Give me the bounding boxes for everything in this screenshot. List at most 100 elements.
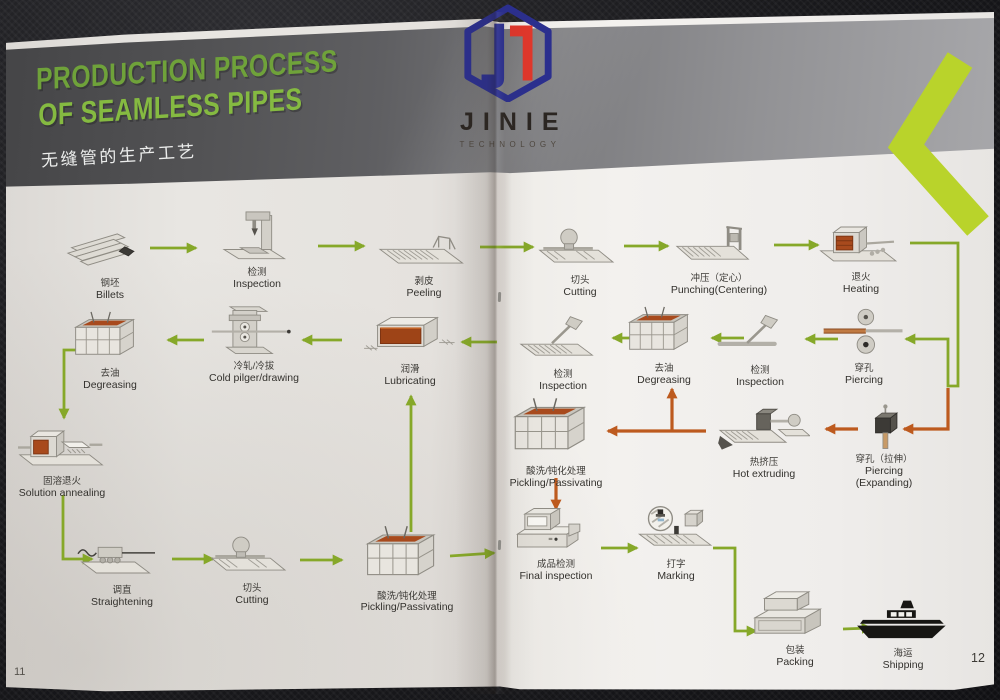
- node-label-en: Billets: [95, 288, 124, 301]
- node-label-zh: 包装: [785, 645, 805, 657]
- annealer-icon: [0, 420, 127, 475]
- node-label-zh: 检测: [247, 267, 267, 278]
- node-label-zh: 穿孔（拉伸）: [855, 454, 913, 466]
- node-label-en: Piercing: [845, 373, 883, 386]
- node-label-en: Lubricating: [384, 375, 436, 388]
- tank-icon: [599, 305, 729, 363]
- console-icon: [491, 503, 621, 558]
- node-label-zh: 冲压（定心）: [690, 273, 748, 284]
- staple: [497, 291, 502, 303]
- extruder-icon: [699, 401, 829, 456]
- page-number-right: 12: [971, 651, 985, 665]
- node-label-zh: 检测: [553, 369, 573, 380]
- logo-hexagon-icon: [464, 4, 552, 103]
- page-number-left: 11: [14, 666, 26, 678]
- node-label-zh: 钢坯: [100, 278, 120, 289]
- node-label-en: Degreasing: [637, 374, 691, 387]
- mill-icon: [189, 305, 319, 360]
- ship-icon: [838, 590, 968, 648]
- node-label-en: Pickling/Passivating: [360, 601, 454, 614]
- boxes-icon: [730, 587, 860, 645]
- logo-tagline: TECHNOLOGY: [459, 140, 561, 149]
- node-label-en: Degreasing: [83, 379, 137, 392]
- node-label-en: Peeling: [406, 286, 442, 299]
- node-label-zh: 调直: [112, 585, 132, 596]
- node-label-en: Cutting: [235, 593, 269, 606]
- saw-icon: [187, 527, 317, 582]
- node-label-en: Marking: [657, 569, 695, 582]
- lube-icon: [345, 306, 475, 364]
- node-label-zh: 穿孔: [854, 363, 874, 374]
- node-label-en: Hot extruding: [732, 467, 796, 480]
- node-label-en: Punching(Centering): [670, 283, 768, 296]
- node-label-en: Heating: [842, 282, 880, 295]
- node-label-zh: 打字: [666, 559, 686, 570]
- punching-icon: [654, 217, 784, 272]
- flat_insp-icon: [695, 309, 825, 364]
- tank-icon: [491, 396, 621, 465]
- node-label-zh: 冷轧/冷拔: [233, 361, 275, 372]
- node-label-zh: 退火: [851, 272, 871, 283]
- press-icon: [192, 211, 322, 266]
- node-label-zh: 热挤压: [749, 457, 779, 468]
- node-label-en: Straightening: [91, 595, 153, 608]
- node-label-zh: 固溶退火: [42, 476, 81, 487]
- staple: [497, 539, 502, 551]
- node-label-en: Pickling/Passivating: [509, 476, 603, 489]
- billets-icon: [45, 222, 175, 277]
- node-label-zh: 去油: [100, 368, 120, 380]
- node-label-en: Cold pilger/drawing: [209, 371, 299, 384]
- node-label-en: Inspection: [736, 375, 784, 388]
- flow-node-punching: 冲压（定心）Punching(Centering): [654, 217, 784, 296]
- furnace-icon: [796, 216, 926, 271]
- rack_insp-icon: [498, 313, 628, 368]
- node-label-en: Inspection: [233, 277, 281, 290]
- node-label-en: Cutting: [563, 285, 597, 298]
- node-label-zh: 检测: [750, 365, 770, 376]
- peeling-icon: [359, 220, 489, 275]
- node-label-zh: 酸洗/钝化处理: [526, 466, 586, 477]
- node-label-zh: 酸洗/钝化处理: [377, 590, 437, 602]
- brand-logo: JINIE TECHNOLOGY: [452, 4, 564, 149]
- tank-icon: [45, 310, 175, 368]
- node-label-zh: 切头: [570, 275, 590, 286]
- node-label-en: Final inspection: [519, 569, 593, 582]
- saw-icon: [515, 219, 645, 274]
- node-label-zh: 切头: [242, 583, 262, 594]
- node-label-en: Piercing (Expanding): [855, 465, 913, 489]
- node-label-en: Shipping: [882, 659, 924, 672]
- chevron-icon: [880, 40, 1000, 245]
- node-label-en: Inspection: [539, 379, 587, 392]
- node-label-zh: 润滑: [400, 364, 420, 376]
- node-label-zh: 海运: [893, 648, 913, 660]
- rollers-icon: [799, 307, 929, 362]
- die-icon: [844, 404, 924, 454]
- node-label-en: Packing: [776, 656, 814, 669]
- node-label-zh: 剥皮: [414, 276, 434, 287]
- node-label-zh: 去油: [654, 363, 674, 375]
- marker_machine-icon: [611, 503, 741, 558]
- tank-icon: [342, 524, 472, 590]
- flow-node-piercing-expanding: 穿孔（拉伸）Piercing (Expanding): [844, 404, 924, 489]
